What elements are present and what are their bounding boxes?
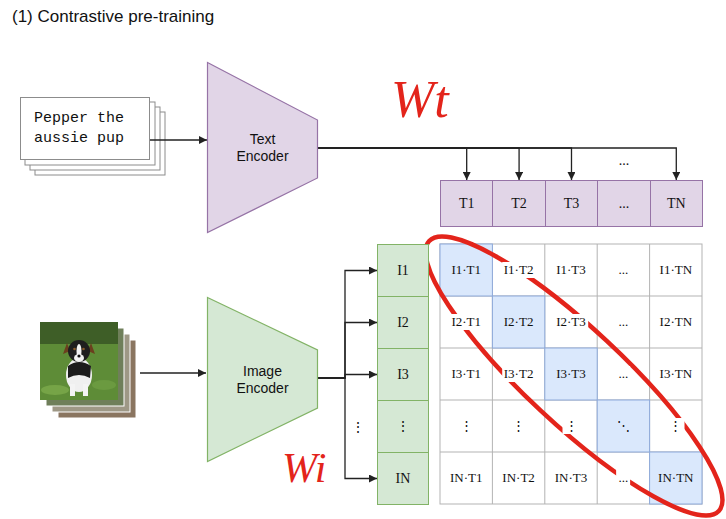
node-text: Text Encoder [232, 131, 294, 165]
dog-photo [40, 322, 118, 400]
matrix-cell: IN·T1 [448, 470, 485, 486]
dog-muzzle [74, 354, 84, 362]
image-embedding: I3 [377, 348, 429, 401]
image-embedding: I1 [377, 244, 429, 297]
matrix-cell: I2·T2 [502, 314, 536, 330]
arrow-connector [318, 148, 519, 180]
matrix-cell: ⋮ [563, 418, 580, 434]
arrow-connector [318, 148, 571, 180]
arrow-connector [318, 323, 377, 379]
annotation-ellipse [396, 206, 726, 519]
dog-leg [83, 384, 88, 396]
grass-patch [92, 380, 116, 390]
matching-cell [492, 296, 544, 348]
matrix-cell: I2·TN [658, 314, 695, 330]
dog-eye [82, 348, 85, 351]
arrow-connector [318, 271, 377, 379]
matrix-cell: I3·T1 [449, 366, 483, 382]
image-embedding: I2 [377, 296, 429, 349]
input-arrow [140, 372, 206, 373]
matrix-cell: I1·T3 [554, 262, 588, 278]
ellipsis: ... [617, 153, 632, 169]
dog-nose [77, 354, 80, 357]
matrix-cell: ⋮ [667, 418, 684, 434]
image-embedding: ⋮ [377, 400, 429, 453]
matrix-cell: I3·TN [658, 366, 695, 382]
matrix-cell: I2·T1 [449, 314, 483, 330]
grass-patch [41, 385, 69, 395]
weight-annotation: Wi [282, 444, 326, 492]
node-text: ⋮ [396, 418, 410, 435]
node-text: I1 [397, 262, 409, 279]
matrix-cell: IN·T3 [553, 470, 590, 486]
dog-patch [68, 362, 91, 378]
text-embedding: T3 [545, 180, 598, 227]
matrix-cell: I3·T2 [502, 366, 536, 382]
arrow-connector [318, 378, 377, 479]
node-text: T2 [511, 195, 527, 212]
node-text: Pepper the aussie pup [34, 109, 134, 149]
text-card: Pepper the aussie pup [20, 97, 150, 160]
text-encoder: Text Encoder [207, 62, 318, 233]
node-text: I3 [397, 366, 409, 383]
node-text: T3 [564, 195, 580, 212]
matrix-cell: IN·TN [656, 470, 695, 486]
matrix-cell: ⋮ [510, 418, 527, 434]
matrix-cell: ⋱ [615, 418, 632, 434]
text-embedding: T2 [492, 180, 545, 227]
encoder-outline [208, 63, 318, 233]
node-text: Image Encoder [232, 363, 294, 397]
weight-annotation: Wt [391, 70, 449, 129]
matrix-cell: I1·T2 [502, 262, 536, 278]
matrix-cell: ... [617, 366, 631, 382]
matrix-cell: ⋮ [458, 418, 475, 434]
matrix-cell: ... [617, 470, 631, 486]
text-embedding: TN [650, 180, 703, 227]
node-text: ... [619, 195, 630, 212]
dog-eye [73, 348, 76, 351]
matrix-frame [440, 244, 702, 504]
matrix-cell: I1·T1 [449, 262, 483, 278]
matching-cell [597, 400, 649, 452]
image-embedding: IN [377, 452, 429, 505]
arrow-connector [318, 148, 676, 180]
matrix-cell: ... [617, 314, 631, 330]
text-embedding: ... [597, 180, 650, 227]
matrix-cell: IN·T2 [500, 470, 537, 486]
figure-title: (1) Contrastive pre-training [12, 7, 214, 27]
matching-cell [545, 348, 597, 400]
text-embedding: T1 [440, 180, 493, 227]
node-text: I2 [397, 314, 409, 331]
dog-body [66, 358, 92, 392]
similarity-matrix [440, 244, 702, 504]
grass [40, 322, 118, 400]
dog-leg [70, 384, 75, 396]
node-text: T1 [459, 195, 475, 212]
arrow-connector [150, 139, 207, 140]
dog-head [68, 340, 90, 362]
arrow-connector [318, 148, 467, 180]
matrix-cell: ... [617, 262, 631, 278]
node-text: TN [667, 195, 686, 212]
encoder-outline [208, 298, 318, 462]
ellipsis: ⋮ [349, 419, 367, 436]
matrix-cell: I1·TN [658, 262, 695, 278]
matrix-cell: I3·T3 [554, 366, 588, 382]
matrix-cell: I2·T3 [554, 314, 588, 330]
image-encoder: Image Encoder [207, 297, 318, 462]
node-text: IN [396, 470, 411, 487]
